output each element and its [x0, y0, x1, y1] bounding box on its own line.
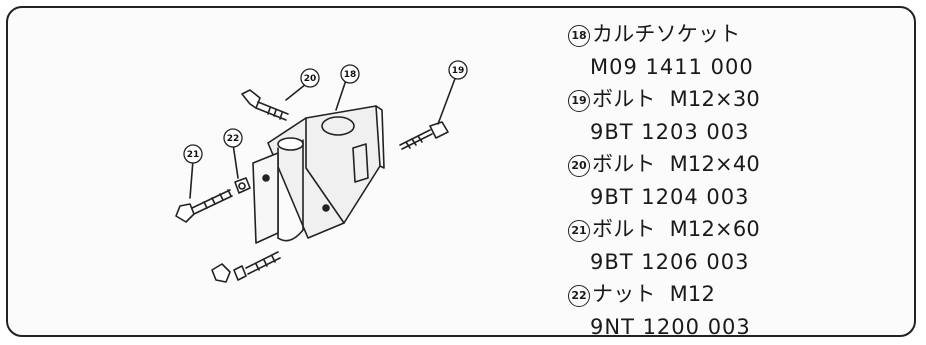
bottom-bolt-drawing	[211, 251, 281, 283]
label-19: 19	[448, 60, 468, 80]
part-spec: M12	[669, 282, 716, 306]
svg-text:20: 20	[304, 74, 317, 84]
part-21-code: 9BT 1206 003	[590, 249, 750, 274]
cultivator-socket-drawing	[252, 105, 385, 244]
part-name: ボルト	[592, 152, 656, 176]
label-18: 18	[340, 64, 360, 84]
part-name: カルチソケット	[592, 22, 741, 46]
part-number-badge: 21	[568, 220, 590, 242]
part-spec: M12×40	[669, 152, 760, 176]
part-name: ボルト	[592, 217, 656, 241]
part-name: ナット	[592, 282, 656, 306]
label-20: 20	[300, 68, 320, 88]
label-21: 21	[183, 144, 203, 164]
part-18-code: M09 1411 000	[590, 54, 754, 79]
part-spec: M12×60	[669, 217, 760, 241]
svg-text:18: 18	[344, 70, 357, 80]
svg-text:21: 21	[187, 150, 200, 160]
exploded-parts-diagram: 18 19 20 21 22	[175, 60, 468, 283]
label-22: 22	[223, 128, 243, 148]
part-number-badge: 20	[568, 155, 590, 177]
bolt-21-drawing	[175, 189, 233, 223]
bolt-19-drawing	[399, 121, 449, 150]
part-19-code: 9BT 1203 003	[590, 119, 750, 144]
part-number-badge: 22	[568, 285, 590, 307]
part-name: ボルト	[592, 87, 656, 111]
part-20-code: 9BT 1204 003	[590, 184, 750, 209]
bolt-20-drawing	[241, 89, 289, 121]
part-number-badge: 18	[568, 25, 590, 47]
part-22-code: 9NT 1200 003	[590, 314, 751, 339]
part-spec: M12×30	[669, 87, 760, 111]
svg-text:19: 19	[452, 66, 465, 76]
svg-text:22: 22	[227, 134, 240, 144]
nut-22-drawing	[234, 177, 251, 194]
part-number-badge: 19	[568, 90, 590, 112]
